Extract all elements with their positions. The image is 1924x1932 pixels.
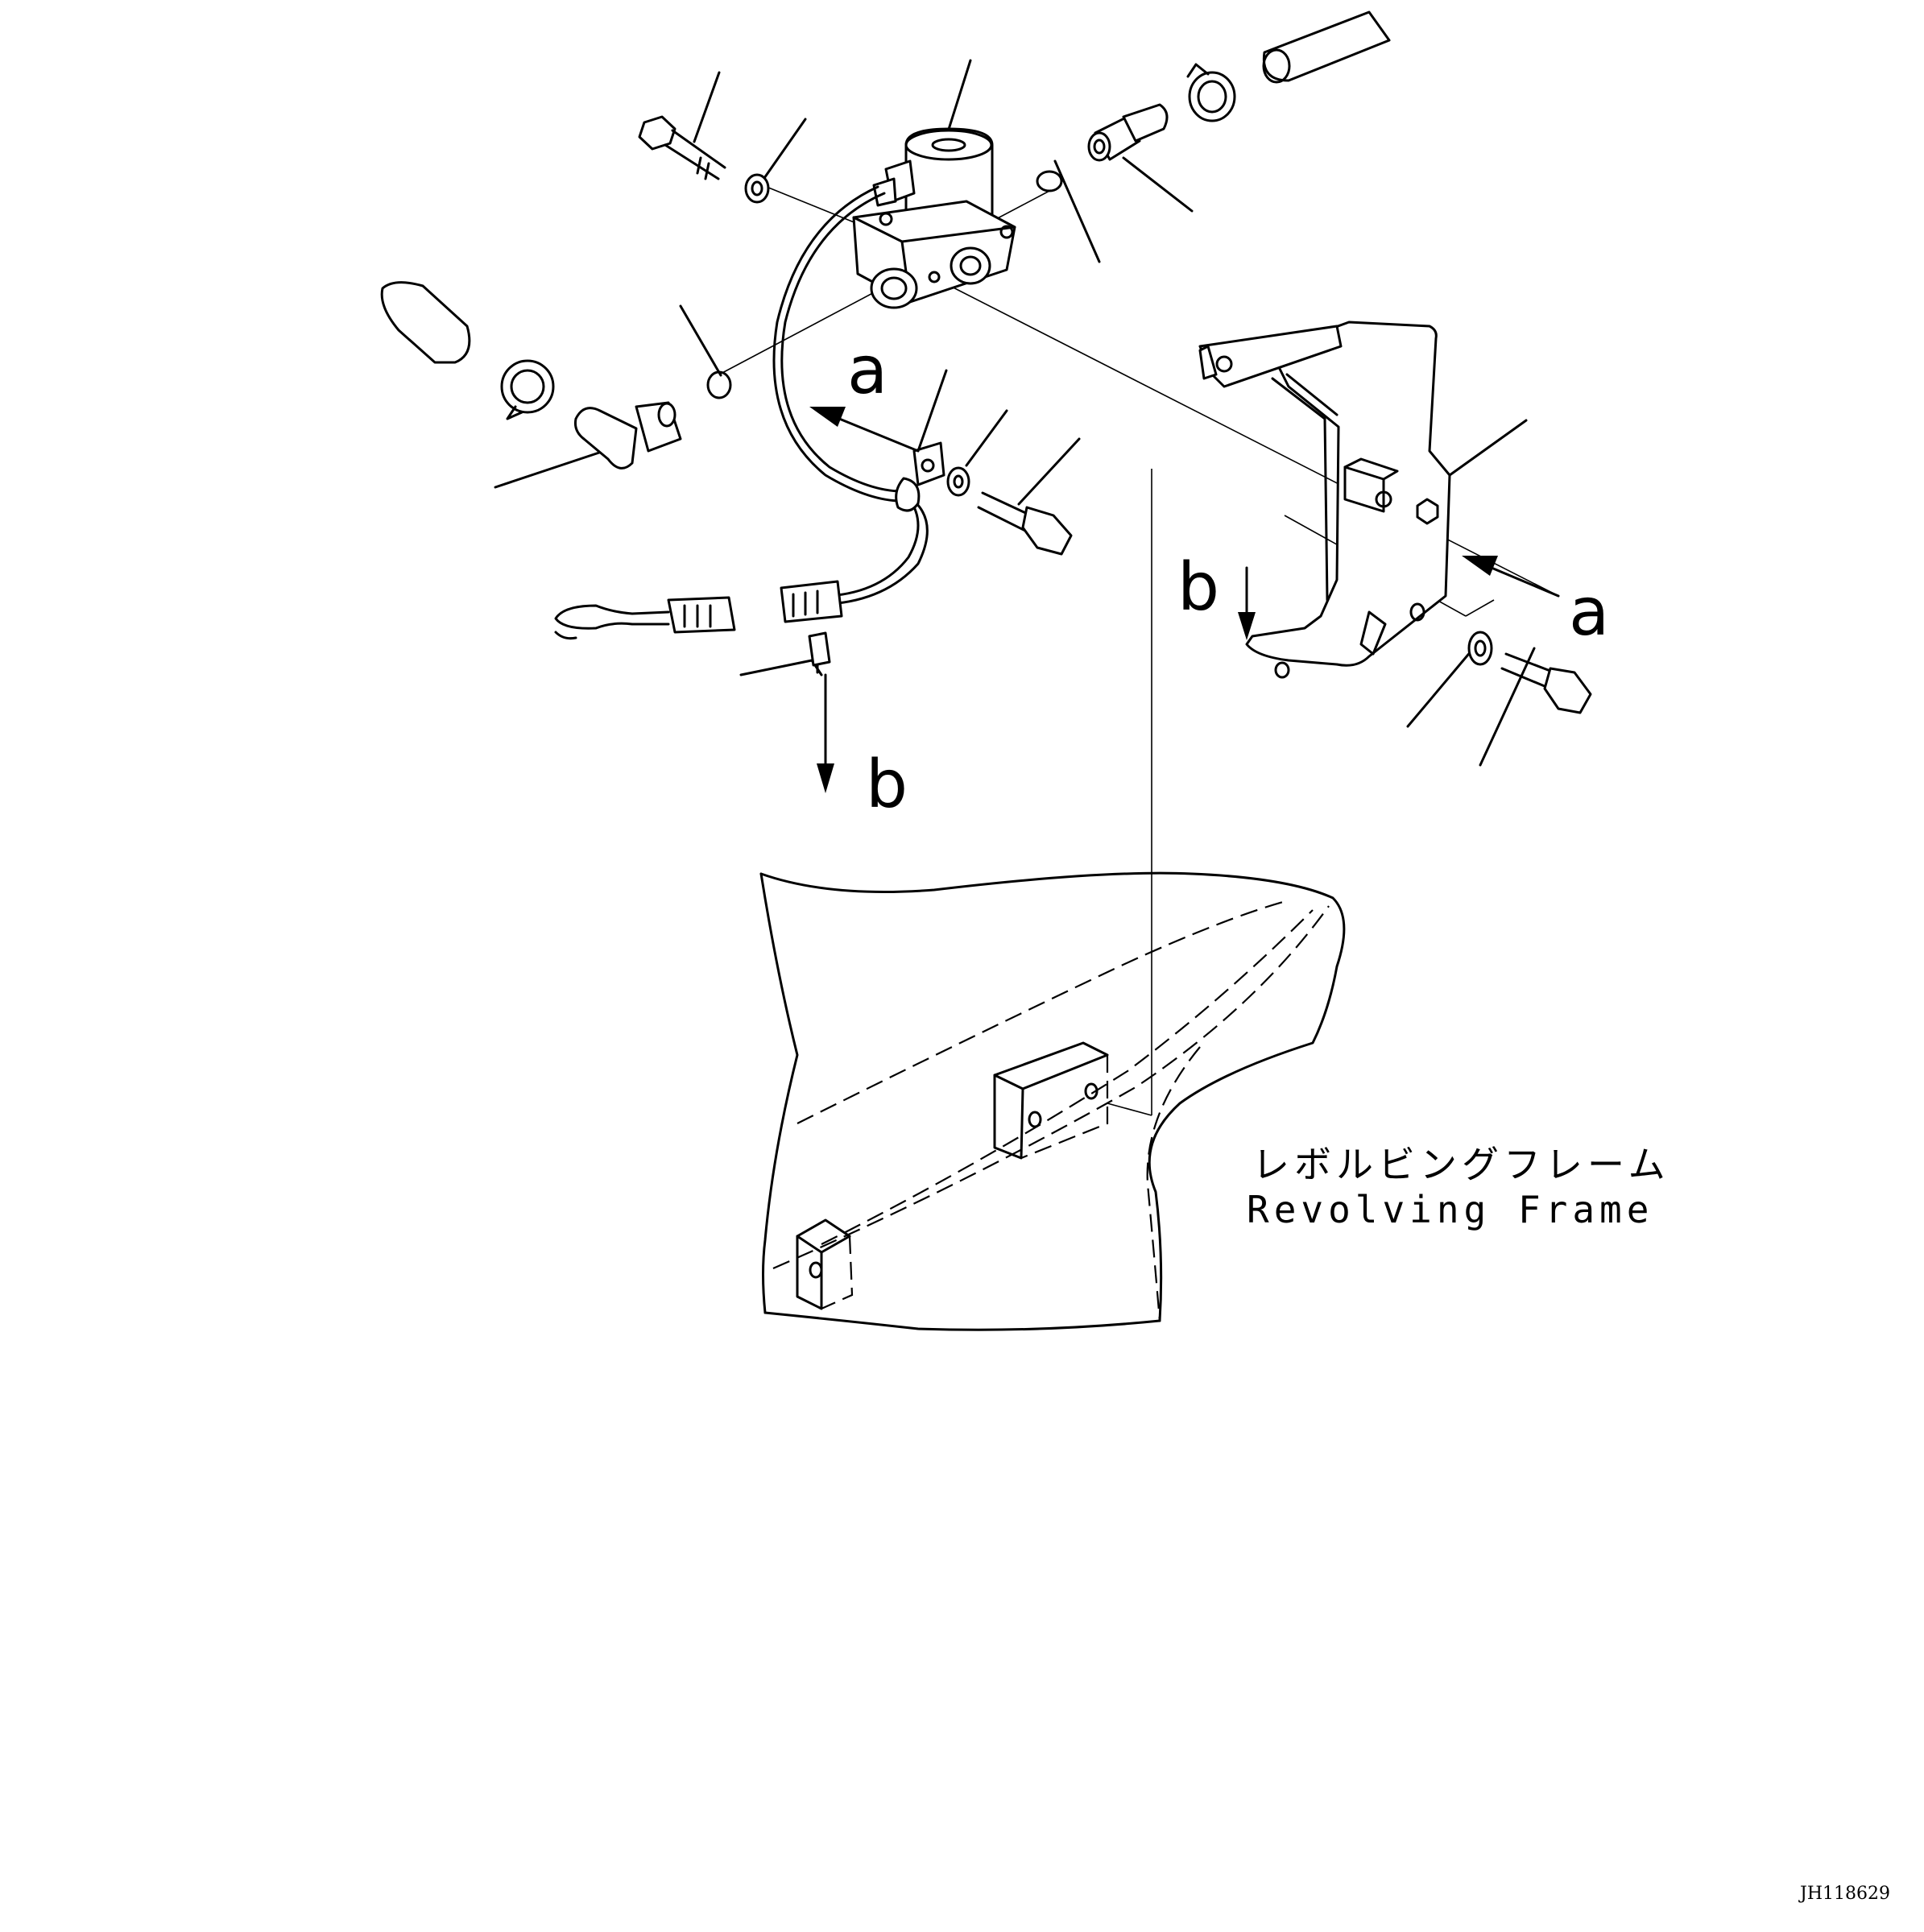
wire-harness (772, 185, 929, 606)
connector-valve-side (780, 580, 843, 623)
revolving-frame (759, 871, 1346, 1331)
hose-left (380, 281, 471, 364)
o-ring-top-right (1036, 170, 1063, 192)
frame-label-japanese: レボルビングフレーム (1252, 1143, 1670, 1186)
center-lines (718, 183, 1559, 1116)
o-ring-left (706, 370, 732, 399)
arrow-b-left (817, 673, 834, 793)
clamp (912, 441, 945, 486)
callout-a-top: a (847, 333, 888, 409)
fitting-left (574, 401, 682, 470)
drawing-code: JH118629 (1798, 1884, 1890, 1904)
mounting-bracket (1198, 321, 1451, 679)
bolt-mid (977, 491, 1073, 556)
callout-a-right: a (1569, 574, 1609, 651)
hose-clamp-top-right (1186, 63, 1236, 122)
bolt-bracket (1500, 652, 1592, 714)
hose-top-right (1262, 10, 1391, 84)
hose-clamp-left (500, 359, 555, 420)
solenoid-valve (852, 127, 1016, 309)
callout-b-left: b (866, 747, 908, 823)
callout-b-right: b (1177, 549, 1219, 626)
fitting-top-right (1087, 103, 1169, 162)
arrow-a-left (809, 407, 920, 453)
arrow-b-right (1238, 566, 1256, 640)
frame-mount-block-upper (993, 1041, 1109, 1160)
washer-bracket (1467, 631, 1493, 666)
connector-clip (808, 631, 831, 674)
connector-harness-side (554, 596, 736, 640)
frame-mount-block-lower (796, 1218, 854, 1310)
bolt-top (638, 115, 726, 180)
washer-mid (946, 466, 970, 497)
leader-lines (494, 59, 1536, 767)
arrow-a-right (1462, 556, 1560, 598)
washer-top (744, 173, 770, 204)
frame-label-english: Revolving Frame (1247, 1188, 1653, 1231)
